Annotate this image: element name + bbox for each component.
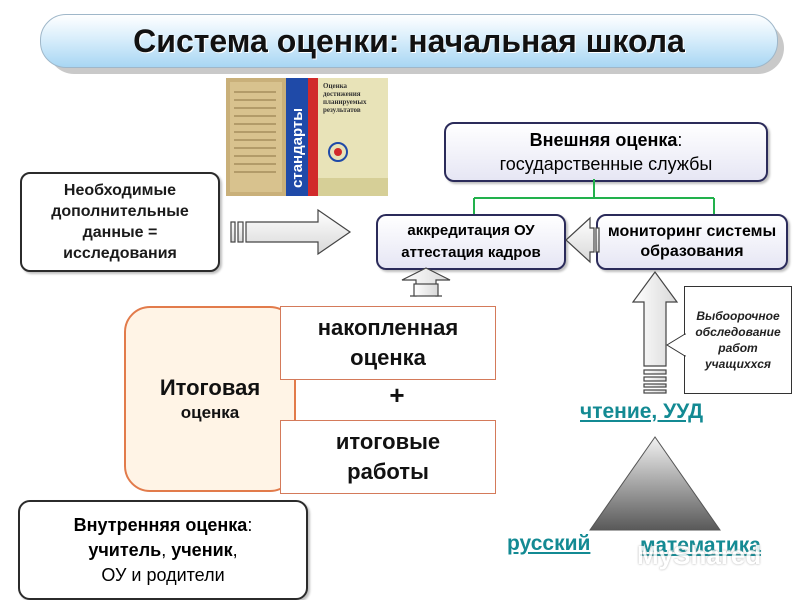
internal-colon: : [247, 514, 253, 535]
additional-data-box: Необходимые дополнительные данные = иссл… [20, 172, 220, 272]
internal-parents: ОУ и родители [101, 564, 225, 585]
callout-pointer [666, 333, 686, 357]
accumulated-line-2: оценка [350, 345, 426, 370]
research-line-2: дополнительные [51, 203, 189, 220]
right-arrow-icon [230, 208, 352, 256]
internal-comma-1: , [161, 539, 172, 560]
accumulated-assessment-box: накопленная оценка [280, 306, 496, 380]
final-assessment-title: итоговая [159, 375, 261, 400]
up-arrow-tall-icon [631, 270, 679, 394]
works-line-2: работы [347, 459, 429, 484]
internal-title: Внутренняя оценка [73, 514, 248, 535]
russian-link[interactable]: русский [507, 532, 591, 555]
watermark-icon [612, 546, 634, 569]
accreditation-box: аккредитация ОУ аттестация кадров [376, 214, 566, 270]
knowledge-triangle [589, 436, 721, 531]
external-colon: : [677, 130, 683, 150]
math-link[interactable]: математика [640, 534, 761, 557]
callout-line-4: учащихxся [705, 357, 771, 371]
accreditation-line-2: аттестация кадров [401, 244, 541, 261]
callout-line-1: Выбоорочное [696, 309, 780, 323]
internal-teacher: учитель [88, 539, 162, 560]
callout-line-2: обследование [695, 325, 781, 339]
monitoring-box: мониторинг системы образования [596, 214, 788, 270]
book-spine-text: стандарты [289, 108, 306, 188]
watermark-text: MyShared [637, 540, 762, 570]
internal-assessment-box: Внутренняя оценка: учитель, ученик, ОУ и… [18, 500, 308, 600]
internal-student: ученик [171, 539, 233, 560]
callout-line-3: работ [718, 341, 758, 355]
sample-survey-callout: Выбоорочное обследование работ учащихxся [684, 286, 792, 394]
final-assessment-subtitle: оценка [180, 403, 240, 422]
external-subtitle: государственные службы [499, 154, 713, 174]
research-line-3: данные = [82, 224, 158, 241]
works-line-1: итоговые [335, 429, 441, 454]
external-assessment-box: Внешняя оценка: государственные службы [444, 122, 768, 182]
page-title: Система оценки: начальная школа [40, 14, 778, 68]
final-assessment-box: итоговая оценка [124, 306, 296, 492]
monitoring-line-2: образования [640, 243, 744, 260]
accreditation-line-1: аккредитация ОУ [407, 222, 535, 239]
watermark-logo: MyShared [612, 540, 761, 571]
accumulated-line-1: накопленная [317, 315, 459, 340]
research-line-1: Необходимые [63, 182, 177, 199]
research-line-4: исследования [63, 245, 177, 262]
left-arrow-icon [565, 216, 600, 264]
up-arrow-small-icon [401, 267, 451, 297]
external-title: Внешняя оценка [529, 130, 678, 150]
plus-sign: + [389, 380, 405, 410]
reading-link[interactable]: чтение, УУД [580, 400, 704, 423]
book-cover-heading: Оценка достижения планируемых результато… [323, 82, 367, 114]
internal-comma-2: , [232, 539, 238, 560]
final-works-box: итоговые работы [280, 420, 496, 494]
standards-book-image: стандарты Оценка достижения планируемых … [226, 78, 388, 196]
monitoring-line-1: мониторинг системы [607, 223, 777, 240]
